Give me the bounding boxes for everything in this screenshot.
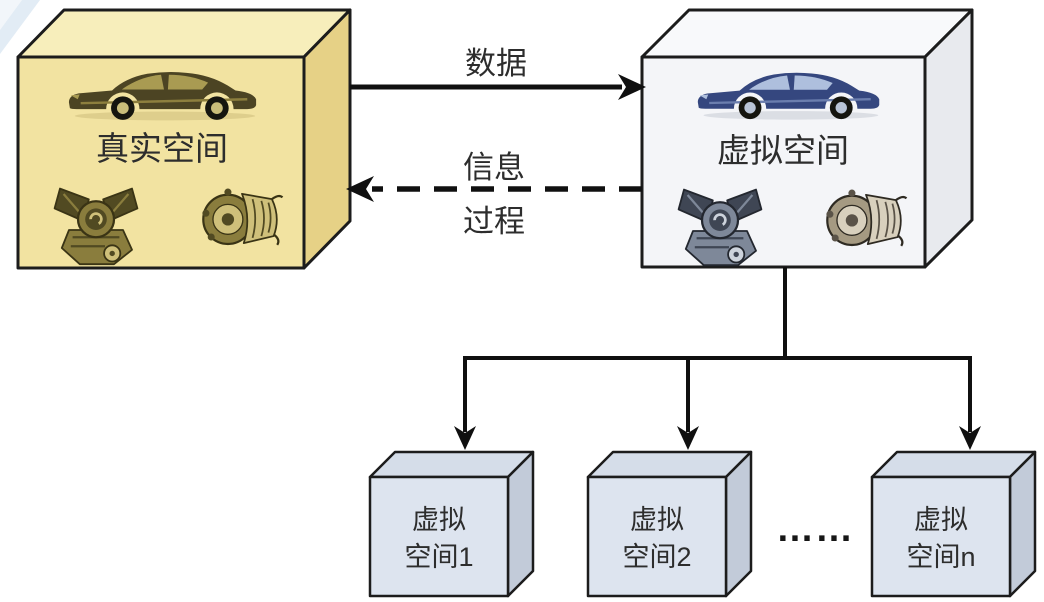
real-space-label: 真实空间 [96, 130, 228, 167]
info-arrowhead-icon [346, 176, 374, 202]
sub-space-box-1: 虚拟 空间1 [368, 450, 535, 598]
sub-space-1-side-face [506, 450, 535, 598]
virtual-space-top-face [640, 8, 974, 59]
real-space-side-face [302, 8, 352, 270]
virtual-space-box: 虚拟空间 [640, 8, 974, 269]
branch-arrow-1 [454, 356, 476, 450]
sub-space-2-label-line1: 虚拟 [630, 505, 684, 535]
down-arrowhead-icon [454, 426, 476, 450]
sub-space-1-label-line1: 虚拟 [412, 505, 466, 535]
data-arrowhead-icon [618, 74, 646, 100]
data-arrow-label: 数据 [465, 46, 527, 81]
sub-space-n-front-face [870, 475, 1012, 598]
info-arrow-label-line2: 过程 [463, 204, 525, 239]
down-arrowhead-icon [677, 426, 699, 450]
branch-arrow-2 [677, 356, 699, 450]
sub-space-n-side-face [1008, 450, 1037, 598]
real-space-top-face [16, 8, 352, 59]
virtual-space-side-face [923, 8, 974, 269]
ellipsis-dots: …… [776, 508, 854, 550]
tree-connector [454, 267, 981, 450]
virtual-space-label: 虚拟空间 [717, 132, 849, 169]
info-arrow-label-line1: 信息 [463, 150, 525, 185]
sub-space-1-label-line2: 空间1 [404, 542, 473, 572]
sub-space-2-label-line2: 空间2 [622, 542, 691, 572]
sub-space-n-label-line2: 空间n [906, 542, 975, 572]
sub-space-n-top-face [870, 450, 1037, 479]
page-corner-decoration [0, 0, 40, 54]
down-arrowhead-icon [959, 426, 981, 450]
sub-space-n-label-line1: 虚拟 [914, 505, 968, 535]
sub-space-1-top-face [368, 450, 535, 479]
sub-space-2-front-face [586, 475, 728, 598]
branch-arrow-3 [959, 356, 981, 450]
sub-space-box-2: 虚拟 空间2 [586, 450, 753, 598]
sub-space-1-front-face [368, 475, 510, 598]
data-flow-arrow: 数据 [350, 46, 646, 100]
sub-space-2-top-face [586, 450, 753, 479]
sub-space-2-side-face [724, 450, 753, 598]
sub-space-box-n: 虚拟 空间n [870, 450, 1037, 598]
real-space-box: 真实空间 [16, 8, 352, 270]
info-process-arrow: 信息 过程 [346, 150, 642, 239]
